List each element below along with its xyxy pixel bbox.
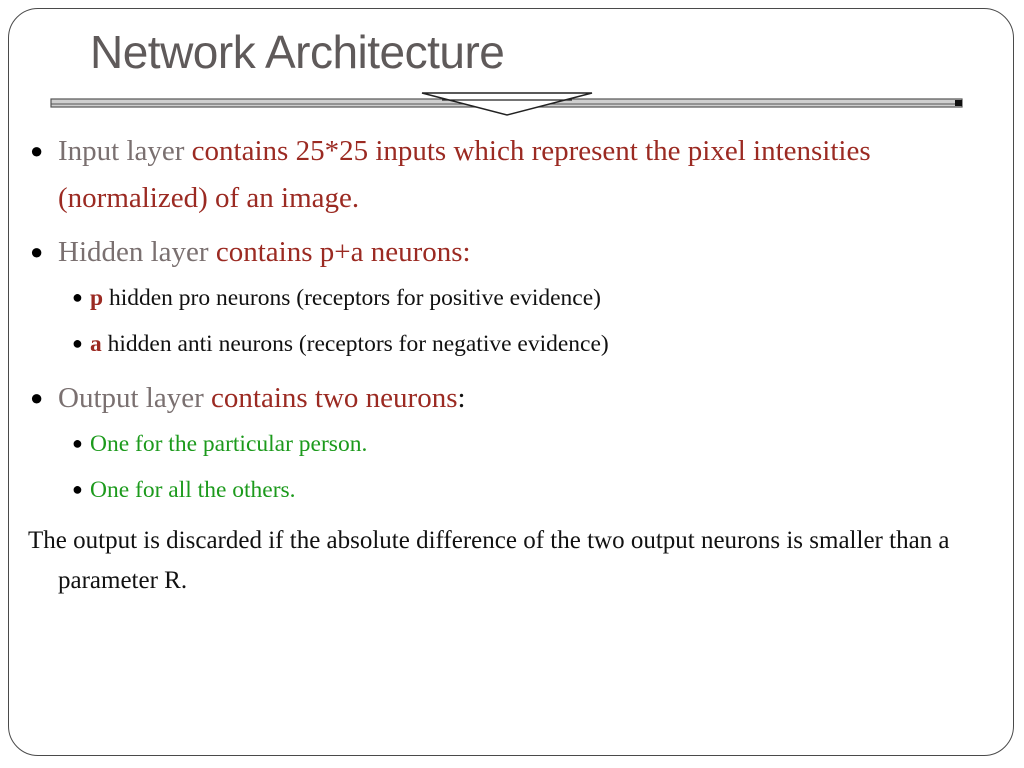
slide-note: The output is discarded if the absolute … xyxy=(28,527,950,594)
bullet-suffix: : xyxy=(457,382,466,414)
bullet-dot: ● xyxy=(72,433,83,453)
bullet-dot: ● xyxy=(30,385,44,410)
subbullet-text: hidden pro neurons (receptors for positi… xyxy=(108,285,601,311)
subbullet-pro-neurons: ● p hidden pro neurons (receptors for po… xyxy=(28,283,958,313)
bullet-label: Output layer xyxy=(58,382,204,414)
subbullet-text: One for all the others. xyxy=(90,477,296,503)
slide-title: Network Architecture xyxy=(90,26,505,78)
slide-body: ● Input layer contains 25*25 inputs whic… xyxy=(28,128,958,626)
bullet-label: Input layer xyxy=(58,135,185,167)
bullet-output-layer: ● Output layer contains two neurons: xyxy=(28,375,958,422)
subbullet-particular-person: ● One for the particular person. xyxy=(28,429,958,459)
bullet-text: contains 25*25 inputs which represent th… xyxy=(58,135,871,214)
bullet-dot: ● xyxy=(30,138,44,163)
bullet-dot: ● xyxy=(30,239,44,264)
title-divider xyxy=(50,92,963,116)
bullet-text: contains p+a neurons: xyxy=(215,236,471,268)
bullet-hidden-layer: ● Hidden layer contains p+a neurons: xyxy=(28,229,958,276)
bullet-dot: ● xyxy=(72,479,83,499)
slide-frame xyxy=(8,8,1014,756)
bullet-label: Hidden layer xyxy=(58,236,209,268)
subbullet-anti-neurons: ● a hidden anti neurons (receptors for n… xyxy=(28,329,958,359)
subbullet-key: a xyxy=(90,331,102,357)
bullet-input-layer: ● Input layer contains 25*25 inputs whic… xyxy=(28,128,958,222)
bullet-dot: ● xyxy=(72,287,83,307)
subbullet-key: p xyxy=(90,285,104,311)
subbullet-text: One for the particular person. xyxy=(90,431,368,457)
subbullet-text: hidden anti neurons (receptors for negat… xyxy=(107,331,609,357)
bullet-text: contains two neurons xyxy=(211,382,458,414)
subbullet-all-others: ● One for all the others. xyxy=(28,475,958,505)
bullet-dot: ● xyxy=(72,333,83,353)
